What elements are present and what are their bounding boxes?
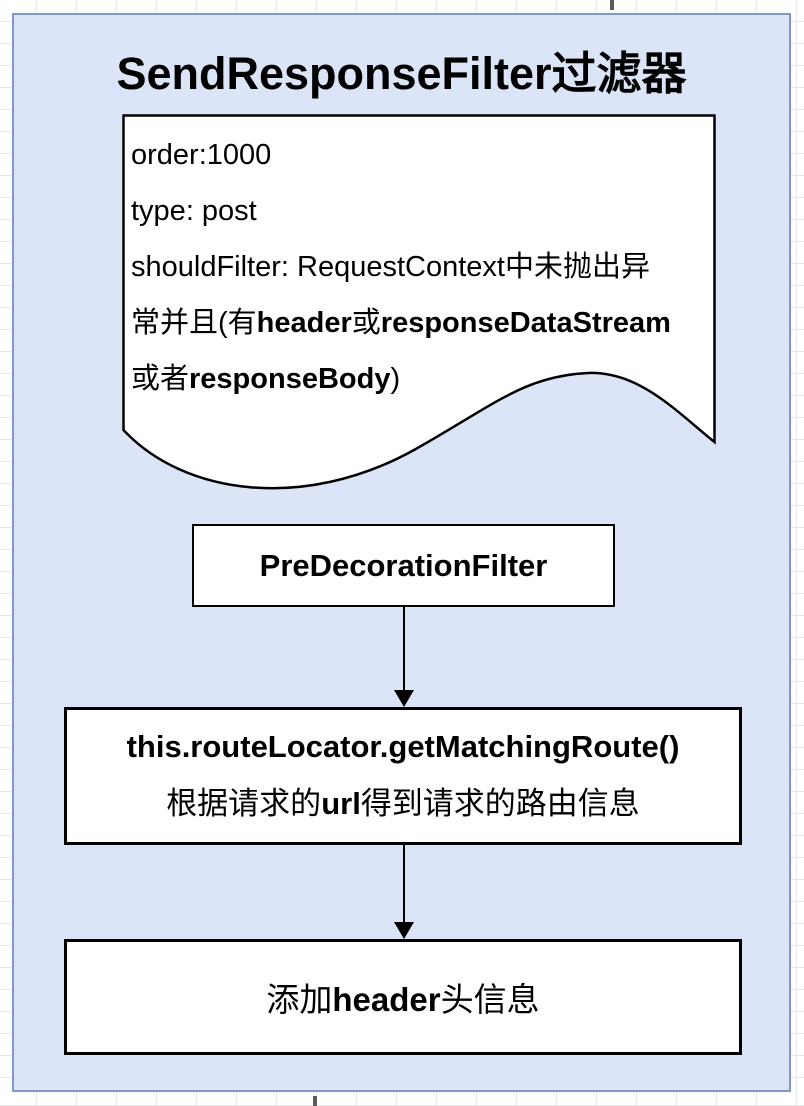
route-locator-description: 根据请求的url得到请求的路由信息 — [166, 786, 640, 821]
document-note-line: order:1000 — [131, 139, 272, 171]
page-break-tick-top — [610, 0, 614, 10]
node-pre-decoration-filter: PreDecorationFilter — [192, 524, 615, 607]
document-note-text: order:1000 type: post shouldFilter: Reques… — [131, 127, 709, 407]
route-locator-call-label: this.routeLocator.getMatchingRoute() — [126, 729, 680, 764]
diagram-panel: SendResponseFilter过滤器 order:1000 type: po… — [12, 13, 791, 1092]
add-header-label: 添加header头信息 — [266, 981, 540, 1018]
arrow-route-to-header-line — [403, 845, 405, 923]
diagram-title: SendResponseFilter过滤器 — [116, 48, 687, 99]
document-note-line: shouldFilter: RequestContext中未抛出异 — [131, 251, 650, 283]
node-pre-decoration-label: PreDecorationFilter — [259, 547, 548, 583]
document-shape-outline — [122, 114, 716, 490]
document-note-line: 常并且(有header或responseDataStream — [131, 307, 671, 339]
document-note-line: 或者responseBody) — [131, 363, 401, 395]
node-add-header: 添加header头信息 — [64, 939, 742, 1055]
document-shape-should-filter: order:1000 type: post shouldFilter: Reques… — [122, 114, 716, 498]
arrow-pre-to-route-line — [403, 607, 405, 691]
page-break-tick-bottom — [313, 1096, 317, 1106]
arrow-route-to-header-head — [394, 922, 414, 939]
document-note-line: type: post — [131, 195, 257, 227]
node-get-matching-route: this.routeLocator.getMatchingRoute() 根据请… — [64, 707, 742, 845]
arrow-pre-to-route-head — [394, 690, 414, 707]
